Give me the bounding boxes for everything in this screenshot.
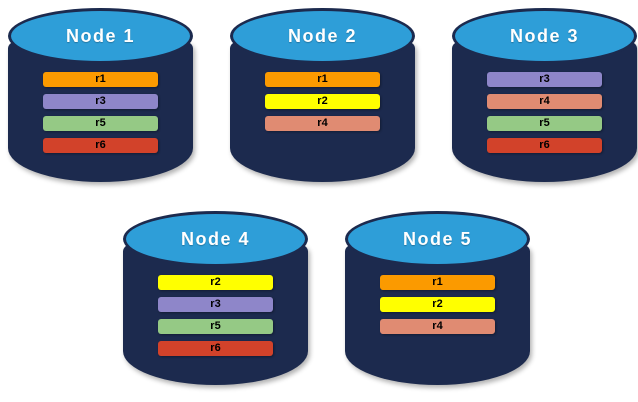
replica-bar[interactable]: r3: [43, 94, 158, 109]
replica-list: r1 r2 r4: [345, 275, 530, 341]
database-node-5[interactable]: Node 5 r1 r2 r4: [345, 211, 530, 385]
node-title: Node 1: [65, 25, 135, 46]
replica-bar[interactable]: r6: [158, 341, 273, 356]
replica-bar[interactable]: r4: [380, 319, 495, 334]
replica-bar[interactable]: r1: [380, 275, 495, 290]
replica-bar[interactable]: r6: [43, 138, 158, 153]
replica-list: r1 r3 r5 r6: [8, 72, 193, 160]
replica-bar[interactable]: r3: [487, 72, 602, 87]
replica-bar[interactable]: r5: [43, 116, 158, 131]
database-node-4[interactable]: Node 4 r2 r3 r5 r6: [123, 211, 308, 385]
replica-bar[interactable]: r5: [158, 319, 273, 334]
replica-bar[interactable]: r6: [487, 138, 602, 153]
replica-bar[interactable]: r3: [158, 297, 273, 312]
node-title: Node 5: [402, 228, 472, 249]
replica-bar[interactable]: r4: [265, 116, 380, 131]
cylinder-top-cap: [452, 8, 637, 64]
cylinder-top-cap: [230, 8, 415, 64]
replica-list: r1 r2 r4: [230, 72, 415, 138]
replica-bar[interactable]: r2: [158, 275, 273, 290]
node-title: Node 3: [509, 25, 579, 46]
replica-list: r3 r4 r5 r6: [452, 72, 637, 160]
replica-bar[interactable]: r2: [265, 94, 380, 109]
replica-bar[interactable]: r1: [43, 72, 158, 87]
replica-bar[interactable]: r2: [380, 297, 495, 312]
cylinder-top-cap: [8, 8, 193, 64]
database-node-1[interactable]: Node 1 r1 r3 r5 r6: [8, 8, 193, 182]
database-node-3[interactable]: Node 3 r3 r4 r5 r6: [452, 8, 637, 182]
cylinder-top-cap: [123, 211, 308, 267]
node-title: Node 2: [287, 25, 357, 46]
replica-bar[interactable]: r1: [265, 72, 380, 87]
replica-bar[interactable]: r5: [487, 116, 602, 131]
database-node-2[interactable]: Node 2 r1 r2 r4: [230, 8, 415, 182]
cylinder-top-cap: [345, 211, 530, 267]
replica-list: r2 r3 r5 r6: [123, 275, 308, 363]
replica-bar[interactable]: r4: [487, 94, 602, 109]
node-title: Node 4: [180, 228, 250, 249]
